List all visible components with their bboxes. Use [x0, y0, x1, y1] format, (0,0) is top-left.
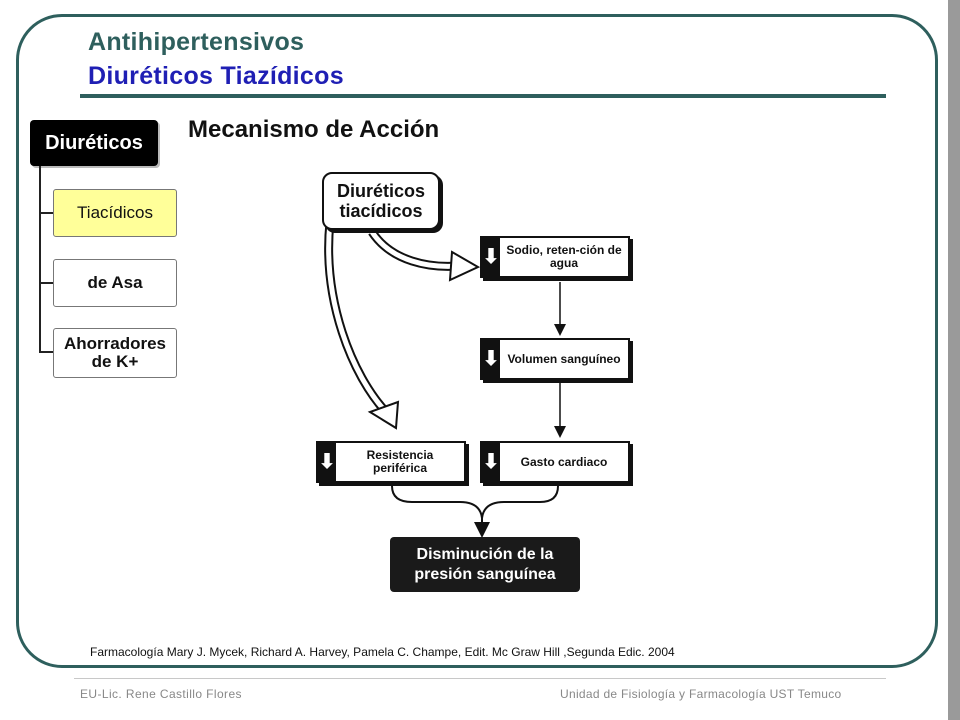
flow-label-sodio: Sodio, reten-ción de agua — [506, 243, 622, 270]
section-heading: Mecanismo de Acción — [188, 116, 440, 143]
tree-connector — [39, 166, 41, 352]
tree-item-ahorradores[interactable]: Ahorradores de K+ — [53, 328, 177, 378]
flow-result-disminucion: Disminución de la presión sanguínea — [390, 537, 580, 592]
title-underline — [80, 94, 886, 98]
reference-footnote: Farmacología Mary J. Mycek, Richard A. H… — [90, 645, 675, 659]
footer-author: EU-Lic. Rene Castillo Flores — [80, 687, 242, 701]
flow-box-sodio: ⬇ Sodio, reten-ción de agua — [480, 236, 630, 278]
tree-branch — [39, 351, 53, 353]
tree-branch — [39, 282, 53, 284]
down-arrow-icon: ⬇ — [318, 443, 336, 481]
slide-title: Antihipertensivos — [88, 28, 305, 56]
down-arrow-icon: ⬇ — [482, 238, 500, 276]
window-edge — [948, 0, 960, 720]
arrow-head-sodio — [448, 250, 481, 282]
footer-divider — [74, 678, 886, 679]
tree-root-diureticos: Diuréticos — [30, 120, 158, 166]
footer-institution: Unidad de Fisiología y Farmacología UST … — [560, 687, 842, 701]
flow-label-resistencia: Resistencia periférica — [366, 448, 434, 475]
slide-subtitle: Diuréticos Tiazídicos — [88, 62, 344, 90]
down-arrow-icon: ⬇ — [482, 340, 500, 378]
arrow-head-resistencia — [367, 400, 400, 430]
bracket-to-result — [391, 485, 559, 519]
tree-branch — [39, 212, 53, 214]
slide-frame — [16, 14, 938, 668]
tree-item-de-asa[interactable]: de Asa — [53, 259, 177, 307]
flow-label-volumen: Volumen sanguíneo — [507, 351, 621, 366]
flow-label-gasto: Gasto cardiaco — [520, 454, 608, 469]
flow-start-diureticos: Diuréticos tiacídicos — [322, 172, 440, 230]
flow-box-gasto: ⬇ Gasto cardiaco — [480, 441, 630, 483]
down-arrow-icon: ⬇ — [482, 443, 500, 481]
flow-box-volumen: ⬇ Volumen sanguíneo — [480, 338, 630, 380]
flow-box-resistencia: ⬇ Resistencia periférica — [316, 441, 466, 483]
tree-item-tiacidicos[interactable]: Tiacídicos — [53, 189, 177, 237]
